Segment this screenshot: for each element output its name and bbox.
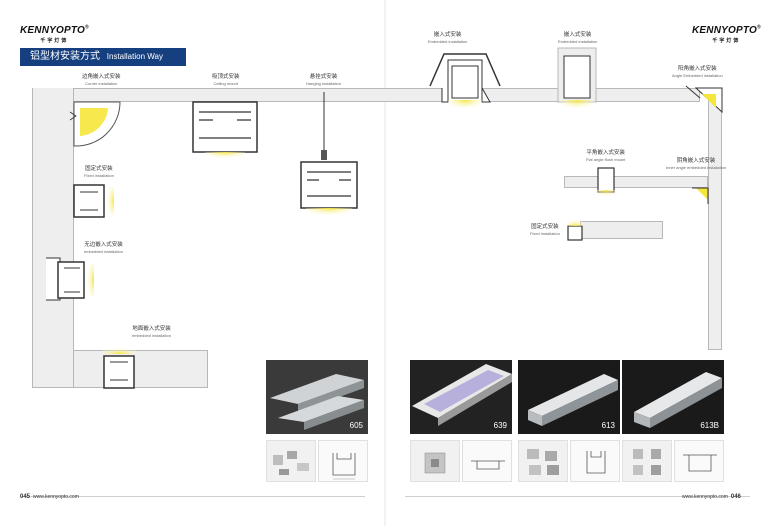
footer-rule-left xyxy=(20,496,365,497)
accessory-thumb-613 xyxy=(518,440,568,482)
cross-section-drawing-icon xyxy=(471,460,505,470)
inner-profile xyxy=(692,187,709,204)
accessory-thumb-605 xyxy=(266,440,316,482)
footer-url-right: www.kennyopto.com xyxy=(682,494,728,500)
cross-section-drawing-icon xyxy=(683,454,717,472)
profile-613-icon xyxy=(528,374,618,426)
brand-logo-left: KENNYOPTO® 千宇灯饰 xyxy=(20,20,89,44)
accessory-thumb-639 xyxy=(410,440,460,482)
product-number: 605 xyxy=(349,421,363,430)
accessories-icon xyxy=(527,449,559,475)
product-number: 613 xyxy=(601,421,615,430)
section-title-cn: 铝型材安装方式 xyxy=(30,51,100,62)
cross-section-drawing-icon xyxy=(332,453,356,480)
page-number-right: 046 xyxy=(730,494,741,500)
fixed-profile-2 xyxy=(566,216,584,241)
embedded-profile-1 xyxy=(429,53,501,114)
floor-wall xyxy=(74,350,208,388)
flat-profile xyxy=(596,167,616,200)
product-photo-613: 613 xyxy=(518,360,620,434)
corner-profile xyxy=(69,101,121,147)
hanging-profile xyxy=(300,92,358,220)
page-number-left: 045 xyxy=(20,494,31,500)
product-photo-605: 605 xyxy=(266,360,368,434)
footer-url-left: www.kennyopto.com xyxy=(33,494,79,500)
embedded-profile-2 xyxy=(557,47,597,114)
brand-subtitle: 千宇灯饰 xyxy=(40,38,69,44)
cross-section-drawing-icon xyxy=(586,451,606,474)
left-wall xyxy=(32,88,74,388)
profile-639-icon xyxy=(412,364,512,426)
section-title: 铝型材安装方式 Installation Way xyxy=(20,48,186,66)
ceiling-wall-mid xyxy=(482,88,558,102)
drawing-thumb-613B xyxy=(674,440,724,482)
accessory-thumb-613B xyxy=(622,440,672,482)
brand-name: KENNYOPTO xyxy=(692,25,757,36)
registered-mark: ® xyxy=(84,24,89,31)
drawing-thumb-639 xyxy=(462,440,512,482)
accessories-icon xyxy=(633,449,661,475)
brand-logo-right: KENNYOPTO® 千宇灯饰 xyxy=(692,20,761,44)
brand-subtitle: 千宇灯饰 xyxy=(712,38,741,44)
profile-613B-icon xyxy=(634,372,722,428)
accessories-icon xyxy=(424,452,446,474)
footer-rule-right xyxy=(405,496,750,497)
noedge-profile xyxy=(46,257,94,301)
drawing-thumb-605 xyxy=(318,440,368,482)
accessories-icon xyxy=(273,451,309,475)
product-number: 639 xyxy=(493,421,507,430)
ceiling-mount-profile xyxy=(192,101,258,162)
floor-profile xyxy=(102,344,136,389)
angle-profile xyxy=(685,85,723,114)
page-spine xyxy=(384,0,386,526)
profile-605-icon xyxy=(270,374,364,430)
fixed-profile-1 xyxy=(73,184,114,218)
section-title-en: Installation Way xyxy=(106,52,163,61)
ceiling-wall-right xyxy=(596,88,700,102)
right-wall xyxy=(708,88,722,350)
product-photo-639: 639 xyxy=(410,360,512,434)
product-photo-613B: 613B xyxy=(622,360,724,434)
brand-name: KENNYOPTO xyxy=(20,25,85,36)
product-number: 613B xyxy=(700,421,719,430)
drawing-thumb-613 xyxy=(570,440,620,482)
registered-mark: ® xyxy=(756,24,761,31)
